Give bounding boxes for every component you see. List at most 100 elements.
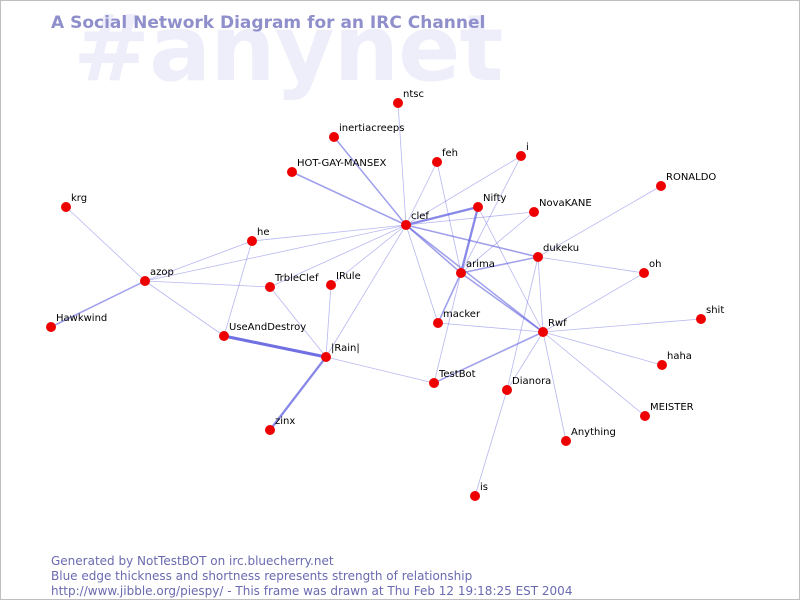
node-TrbleClef: TrbleClef — [265, 273, 319, 292]
node-label: Dianora — [512, 376, 551, 387]
edge-Dianora-is — [474, 389, 508, 497]
edge-dukeku-RONALDO — [537, 185, 662, 258]
node-dukeku: dukeku — [533, 243, 579, 262]
node-haha: haha — [657, 351, 692, 370]
node-dot — [640, 411, 650, 421]
node-inertiacreeps: inertiacreeps — [329, 123, 404, 142]
edge-Rain-zinx — [269, 356, 327, 431]
node-he: he — [247, 227, 270, 246]
node-dot — [696, 314, 706, 324]
node-dot — [247, 236, 257, 246]
node-shit: shit — [696, 305, 724, 324]
node-label: clef — [411, 211, 429, 222]
edge-Rwf-haha — [542, 331, 663, 366]
node-Hawkwind: Hawkwind — [46, 313, 107, 332]
edge-arima-TestBot — [433, 272, 462, 384]
footer: Generated by NotTestBOT on irc.bluecherr… — [51, 554, 572, 599]
footer-legend-line: Blue edge thickness and shortness repres… — [51, 569, 473, 583]
node-i: i — [516, 142, 529, 161]
node-zinx: zinx — [265, 416, 295, 435]
edge-clef-IRule — [330, 224, 407, 286]
edge-arima-dukeku — [460, 256, 539, 274]
node-dot — [432, 157, 442, 167]
node-label: inertiacreeps — [339, 123, 404, 134]
node-label: IRule — [336, 271, 361, 282]
node-dot — [533, 252, 543, 262]
edge-clef-inertiacreeps — [333, 136, 407, 226]
edge-azop-Hawkwind — [50, 280, 146, 328]
node-dot — [538, 327, 548, 337]
node-label: |Rain| — [331, 343, 360, 354]
edge-clef-NovaKANE — [405, 211, 535, 226]
node-label: azop — [150, 267, 174, 278]
node-Rain: |Rain| — [321, 343, 360, 362]
node-label: macker — [443, 309, 481, 320]
edge-arima-Rwf — [460, 272, 544, 333]
channel-watermark: #anynet — [73, 0, 504, 102]
node-label: arima — [466, 259, 495, 270]
node-label: HOT-GAY-MANSEX — [297, 158, 387, 169]
node-label: dukeku — [543, 243, 579, 254]
node-Rwf: Rwf — [538, 318, 567, 337]
node-label: Rwf — [548, 318, 567, 329]
edge-UseAndDestroy-Rain — [223, 334, 327, 359]
node-feh: feh — [432, 148, 458, 167]
node-dot — [470, 491, 480, 501]
edge-clef-ntsc — [397, 102, 407, 226]
node-dot — [219, 331, 229, 341]
edge-Rwf-TestBot — [433, 331, 544, 384]
node-IRule: IRule — [326, 271, 361, 290]
node-dot — [529, 207, 539, 217]
edge-dukeku-Rwf — [537, 256, 544, 333]
edge-arima-feh — [436, 161, 462, 274]
footer-generated-line: Generated by NotTestBOT on irc.bluecherr… — [51, 554, 334, 568]
edge-Rwf-Dianora — [506, 331, 544, 391]
node-dot — [46, 322, 56, 332]
node-dot — [265, 425, 275, 435]
edge-Rain-TestBot — [325, 356, 435, 384]
node-dot — [657, 360, 667, 370]
edge-azop-krg — [65, 206, 146, 282]
edge-clef-azop — [144, 224, 407, 282]
node-label: UseAndDestroy — [229, 322, 306, 333]
node-label: Hawkwind — [56, 313, 107, 324]
node-label: feh — [442, 148, 458, 159]
edge-clef-he — [251, 224, 407, 242]
node-dot — [326, 280, 336, 290]
node-dot — [473, 202, 483, 212]
edge-Rwf-Anything — [542, 331, 567, 442]
footer-timestamp-line: http://www.jibble.org/piespy/ - This fra… — [51, 584, 573, 598]
edge-arima-Nifty — [459, 206, 480, 274]
node-layer: ntscinertiacreepsfehiHOT-GAY-MANSEXRONAL… — [46, 89, 724, 501]
edge-arima-macker — [437, 272, 462, 324]
edge-layer — [50, 102, 702, 497]
edge-azop-he — [144, 240, 253, 282]
node-dot — [329, 132, 339, 142]
edge-Nifty-Rwf — [477, 206, 544, 333]
edge-TrbleClef-Rain — [269, 286, 327, 358]
edge-clef-dukeku — [405, 224, 539, 258]
node-MEISTER: MEISTER — [640, 402, 694, 421]
node-dot — [516, 151, 526, 161]
edge-azop-TrbleClef — [144, 280, 271, 288]
node-label: RONALDO — [666, 172, 716, 183]
node-label: shit — [706, 305, 724, 316]
node-dot — [429, 378, 439, 388]
node-macker: macker — [433, 309, 481, 328]
node-dot — [433, 318, 443, 328]
node-dot — [61, 202, 71, 212]
node-UseAndDestroy: UseAndDestroy — [219, 322, 306, 341]
edge-clef-feh — [405, 161, 438, 226]
edge-clef-Nifty — [405, 205, 479, 227]
node-oh: oh — [639, 259, 661, 278]
node-clef: clef — [401, 211, 429, 230]
edge-arima-NovaKANE — [460, 211, 535, 274]
edge-clef-HOT-GAY-MANSEX — [291, 171, 407, 226]
node-Dianora: Dianora — [502, 376, 551, 395]
edge-clef-Rwf — [405, 224, 544, 333]
edge-dukeku-oh — [537, 256, 645, 274]
edge-he-UseAndDestroy — [223, 240, 253, 337]
edge-clef-Rain — [325, 224, 407, 358]
node-label: Anything — [571, 427, 616, 438]
node-arima: arima — [456, 259, 495, 278]
